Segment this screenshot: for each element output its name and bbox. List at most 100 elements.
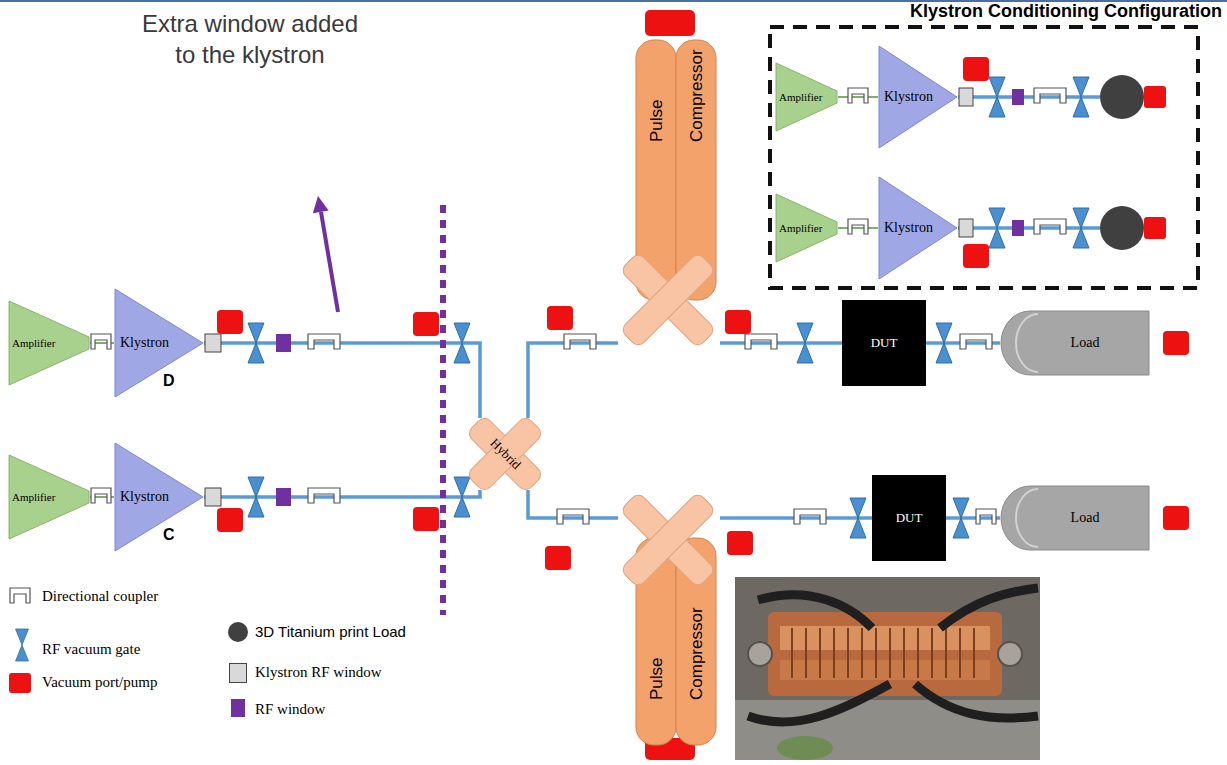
vacuum-pump: [963, 57, 989, 81]
load-shape-graphic: [1000, 310, 1150, 376]
node-label: Amplifier: [12, 491, 55, 503]
klystron-tag: D: [163, 372, 175, 390]
rf-vacuum-gate: [1073, 208, 1089, 248]
conditioning-box-graphic: [768, 25, 1200, 290]
legend-anchor: RF vacuum gate: [42, 641, 140, 658]
photo-flange: [748, 642, 772, 666]
klystron-outline: [879, 46, 957, 148]
amplifier-outline: [776, 63, 837, 131]
vacuum-pump: [725, 310, 751, 334]
load-outline: [1001, 311, 1149, 375]
waveguide-connector: [528, 343, 618, 418]
pulse-compressor-graphic: [618, 498, 720, 748]
vacuum-pump: [727, 531, 753, 555]
box-heading: Klystron Conditioning Configuration: [790, 1, 1222, 22]
rf-window: [276, 488, 291, 506]
klystron-shape: Klystron: [878, 45, 958, 149]
vacuum-pump: [413, 507, 439, 531]
rf-vacuum-gate: [248, 477, 264, 517]
rf-window: [276, 334, 291, 352]
titanium-load: [1100, 206, 1144, 250]
directional-coupler: [1034, 219, 1066, 234]
legend-symbol: [2, 623, 42, 667]
rf-vacuum-gate: [989, 77, 1005, 117]
compressor-cavity: [676, 40, 716, 300]
klystron-outline: [115, 443, 203, 551]
vacuum-pump: [545, 546, 571, 570]
legend-swatch: [229, 663, 247, 683]
legend-swatch: [228, 622, 248, 642]
header-rule: [0, 0, 1227, 2]
vacuum-pump: [963, 244, 989, 268]
cooling-hose: [758, 595, 872, 628]
directional-coupler: [848, 219, 868, 234]
copper-cells: [780, 626, 990, 650]
directional-coupler: [848, 88, 868, 103]
photo-flange: [998, 642, 1022, 666]
directional-coupler: [557, 509, 589, 524]
label-anchor: D: [163, 372, 175, 390]
rf-vacuum-gate: [953, 498, 969, 538]
pulse-compressor: Pulse Compressor: [618, 38, 720, 346]
klystron-shape: Klystron: [878, 176, 958, 280]
legend-anchor: 3D Titanium print Load: [255, 623, 406, 640]
klystron-rf-window: [959, 88, 973, 106]
klystron-shape-graphic: [114, 288, 204, 398]
legend-text: Klystron RF window: [255, 664, 382, 681]
amplifier-outline: [9, 455, 89, 539]
legend-text: Directional coupler: [42, 588, 158, 605]
load-highlight: [1016, 314, 1038, 372]
klystron-shape: Klystron: [114, 288, 204, 398]
vacuum-pump: [217, 508, 243, 532]
waveguide-connector: [204, 343, 480, 418]
compressor-cross-arm: [620, 492, 716, 588]
vacuum-pump: [1163, 331, 1189, 355]
directional-coupler: [308, 488, 340, 503]
klystron-rf-window: [959, 219, 973, 237]
rf-vacuum-gate: [797, 323, 813, 363]
directional-coupler: [960, 334, 992, 349]
klystron-rf-window: [205, 488, 221, 506]
legend-anchor: Directional coupler: [42, 588, 158, 605]
node-label: Klystron: [120, 489, 169, 505]
hybrid-shape-arm: [466, 415, 544, 493]
legend-text: 3D Titanium print Load: [255, 623, 406, 640]
vacuum-pump: [547, 306, 573, 330]
hybrid-shape: [466, 415, 544, 493]
amplifier-outline: [776, 194, 837, 262]
node-label: Klystron: [884, 220, 933, 236]
photo-table: [735, 700, 1040, 760]
legend-symbol-shape: [10, 588, 30, 603]
cooling-hose: [748, 684, 890, 722]
dut-box-graphic: [872, 475, 946, 561]
amplifier-shape-graphic: [775, 62, 838, 132]
vacuum-pump: [645, 10, 695, 36]
pulse-compressor-graphic: [618, 38, 720, 346]
conditioning-box: Klystron Conditioning ConfigurationAmpli…: [768, 25, 1200, 290]
klystron-shape-graphic: [878, 176, 958, 280]
legend-anchor: Klystron RF window: [255, 664, 382, 681]
dut-outline: [872, 475, 946, 561]
compressor-cavity: [636, 40, 676, 300]
load-shape: Load: [1000, 310, 1150, 376]
legend-text: Vacuum port/pump: [42, 674, 157, 691]
dashed-outline: [770, 27, 1198, 288]
amplifier-shape: Amplifier: [775, 62, 838, 132]
rf-window: [1012, 220, 1024, 236]
directional-coupler: [308, 334, 340, 349]
node-label: Pulse Compressor: [637, 600, 717, 700]
vacuum-pump: [1144, 217, 1166, 239]
legend-anchor: RF window: [255, 701, 325, 718]
legend-swatch: [9, 673, 31, 693]
node-label: Pulse Compressor: [637, 42, 717, 142]
rf-vacuum-gate: [936, 323, 952, 363]
cooling-hose: [915, 684, 1038, 718]
klystron-shape-graphic: [114, 442, 204, 552]
amplifier-shape-graphic: [8, 454, 90, 540]
waveguide-connector: [204, 490, 480, 497]
hybrid-cross-graphic: [466, 418, 544, 490]
compressor-cross-arm: [620, 492, 716, 588]
rf-vacuum-gate: [1073, 77, 1089, 117]
copper-ribs: [792, 628, 974, 678]
